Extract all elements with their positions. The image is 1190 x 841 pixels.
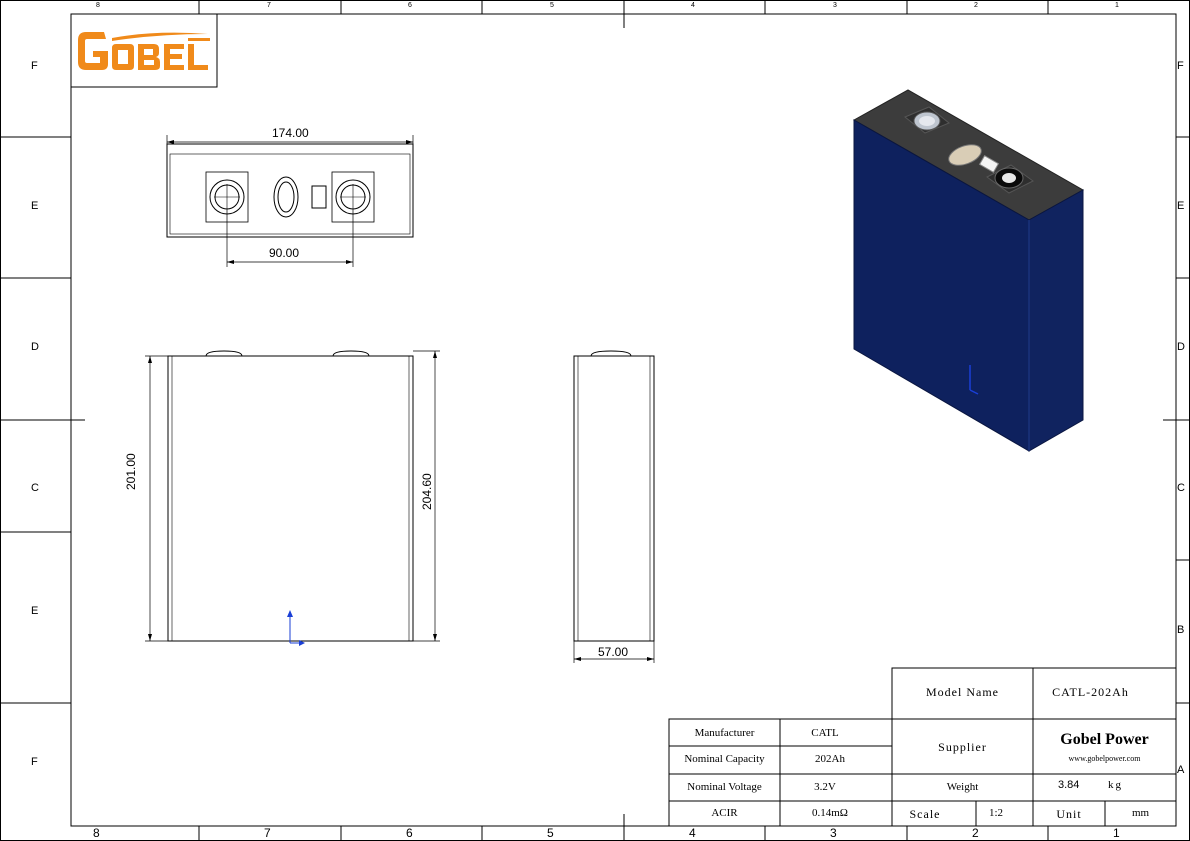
unit-value: mm <box>1131 807 1150 819</box>
spec-label: Nominal Voltage <box>687 781 762 793</box>
col-label: 8 <box>96 2 100 9</box>
model-name-value: CATL-202Ah <box>1052 685 1129 699</box>
dimension-terminal-spacing: 90.00 <box>269 246 300 260</box>
supplier-label: Supplier <box>938 740 987 754</box>
col-label: 2 <box>974 2 978 9</box>
top-view <box>166 135 414 267</box>
row-label: C <box>1177 482 1185 494</box>
row-label: D <box>1177 341 1185 353</box>
row-label: E <box>31 200 39 212</box>
spec-label: ACIR <box>711 807 738 819</box>
row-label: E <box>31 605 39 617</box>
col-label: 5 <box>547 826 554 840</box>
side-view <box>573 350 655 663</box>
col-label: 2 <box>972 826 979 840</box>
spec-label: Manufacturer <box>694 727 755 739</box>
row-label: A <box>1177 764 1185 776</box>
row-label: D <box>31 341 39 353</box>
col-label: 1 <box>1113 826 1120 840</box>
col-label: 6 <box>406 826 413 840</box>
col-label: 4 <box>691 2 695 9</box>
weight-value: 3.84 <box>1058 779 1080 791</box>
col-label: 3 <box>833 2 837 9</box>
front-view <box>145 350 440 646</box>
spec-value: 0.14mΩ <box>812 807 848 819</box>
supplier-name: Gobel Power <box>1060 731 1149 748</box>
col-label: 4 <box>689 826 696 840</box>
unit-label: Unit <box>1056 807 1082 821</box>
scale-label: Scale <box>909 807 941 821</box>
col-label: 7 <box>264 826 271 840</box>
row-label: C <box>31 482 39 494</box>
dimension-side-thickness: 57.00 <box>598 645 629 659</box>
col-label: 6 <box>408 2 412 9</box>
row-label: F <box>31 756 38 768</box>
spec-value: 3.2V <box>814 781 836 793</box>
isometric-view <box>852 89 1085 452</box>
spec-value: CATL <box>811 727 839 739</box>
row-label: F <box>31 60 38 72</box>
col-label: 1 <box>1115 2 1119 9</box>
dimension-top-width: 174.00 <box>272 126 309 140</box>
gobel-logo <box>78 32 210 70</box>
scale-value: 1:2 <box>988 807 1004 819</box>
model-name-label: Model Name <box>926 685 999 699</box>
spec-value: 202Ah <box>815 753 845 765</box>
col-label: 7 <box>267 2 271 9</box>
supplier-url: www.gobelpower.com <box>1068 754 1141 763</box>
row-label: B <box>1177 624 1185 636</box>
col-label: 3 <box>830 826 837 840</box>
weight-label: Weight <box>946 781 979 793</box>
weight-unit: kg <box>1108 779 1123 791</box>
row-label: E <box>1177 200 1185 212</box>
row-label: F <box>1177 60 1184 72</box>
col-label: 5 <box>550 2 554 9</box>
spec-label: Nominal Capacity <box>684 753 765 765</box>
col-label: 8 <box>93 826 100 840</box>
